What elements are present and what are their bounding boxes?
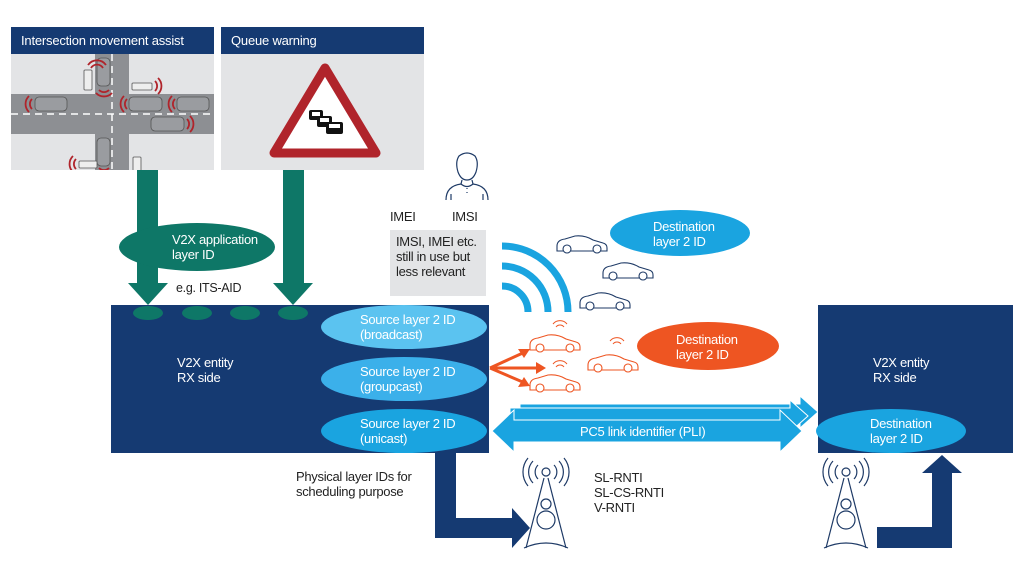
groupcast-dest-line2: layer 2 ID [676, 347, 729, 362]
app-layer-id-ellipse [119, 223, 275, 271]
app-layer-label-line2: layer ID [172, 247, 215, 262]
arrow-head-intersection [128, 283, 168, 305]
rx-destination-label: Destination layer 2 ID [870, 416, 932, 446]
source-id-unicast-line2: (unicast) [360, 431, 408, 446]
broadcast-destination-label: Destination layer 2 ID [653, 219, 715, 249]
source-id-groupcast-line2: (groupcast) [360, 379, 423, 394]
arrow-head-queue [273, 283, 313, 305]
pc5-main-arrow [491, 408, 803, 454]
source-id-groupcast-label: Source layer 2 ID (groupcast) [360, 364, 456, 394]
broadcast-dest-line2: layer 2 ID [653, 234, 706, 249]
rx-entity-line1: V2X entity [873, 355, 930, 370]
rx-destination-ellipse [816, 409, 966, 453]
imsi-note-box: IMSI, IMEI etc. still in use but less re… [390, 230, 486, 296]
imei-label: IMEI [390, 209, 416, 224]
warning-sign-icon [269, 63, 381, 158]
groupcast-dest-line1: Destination [676, 332, 738, 347]
intersection-illustration [11, 54, 214, 170]
rnti-item: SL-CS-RNTI [594, 485, 664, 500]
cell-tower-icon [822, 457, 870, 549]
source-id-unicast-label: Source layer 2 ID (unicast) [360, 416, 456, 446]
source-id-unicast-line1: Source layer 2 ID [360, 416, 456, 431]
physical-layer-label: Physical layer IDs for scheduling purpos… [296, 469, 412, 499]
source-id-broadcast-line2: (broadcast) [360, 327, 423, 342]
tx-entity-label: V2X entity RX side [177, 355, 234, 385]
rx-dest-line1: Destination [870, 416, 932, 431]
source-id-unicast-ellipse [321, 409, 487, 453]
tx-entity-line1: V2X entity [177, 355, 234, 370]
app-layer-label-line1: V2X application [172, 232, 258, 247]
car-icon [602, 262, 654, 281]
source-id-groupcast-ellipse [321, 357, 487, 401]
arrow-from-queue [283, 170, 304, 285]
arrow-to-tower-left [435, 453, 530, 548]
app-id-slot [133, 306, 163, 320]
intersection-panel-title: Intersection movement assist [11, 27, 214, 54]
intersection-panel: Intersection movement assist [11, 27, 214, 170]
pc5-link-label: PC5 link identifier (PLI) [580, 424, 706, 439]
tx-entity-line2: RX side [177, 370, 221, 385]
app-id-slot [230, 306, 260, 320]
note-line3: less relevant [396, 264, 466, 279]
car-icon [579, 292, 631, 311]
physical-line2: scheduling purpose [296, 484, 404, 499]
source-id-broadcast-ellipse [321, 305, 487, 349]
queue-warning-illustration [221, 54, 424, 170]
app-id-slot [278, 306, 308, 320]
rx-entity-label: V2X entity RX side [873, 355, 930, 385]
app-id-slot [182, 306, 212, 320]
rnti-item: V-RNTI [594, 500, 635, 515]
rx-dest-line2: layer 2 ID [870, 431, 923, 446]
source-id-broadcast-label: Source layer 2 ID (broadcast) [360, 312, 456, 342]
broadcast-dest-line1: Destination [653, 219, 715, 234]
intersection-map-icon [11, 54, 214, 170]
user-icon [445, 152, 489, 201]
car-icon [529, 334, 581, 353]
physical-line1: Physical layer IDs for [296, 469, 412, 484]
groupcast-destination-label: Destination layer 2 ID [676, 332, 738, 362]
groupcast-destination-ellipse [637, 322, 779, 370]
note-line2: still in use but [396, 249, 470, 264]
car-icon [529, 374, 581, 393]
rnti-item: SL-RNTI [594, 470, 643, 485]
cell-tower-icon [522, 457, 570, 549]
arrow-from-tower-right [877, 455, 962, 548]
source-id-broadcast-line1: Source layer 2 ID [360, 312, 456, 327]
car-icon [556, 235, 608, 254]
rx-entity-line2: RX side [873, 370, 917, 385]
broadcast-destination-ellipse [610, 210, 750, 256]
its-aid-example: e.g. ITS-AID [176, 281, 242, 295]
rnti-list: SL-RNTI SL-CS-RNTI V-RNTI [594, 470, 664, 515]
car-icon [587, 354, 639, 373]
imsi-label: IMSI [452, 209, 478, 224]
app-layer-id-label: V2X application layer ID [172, 232, 258, 262]
queue-warning-panel-title: Queue warning [221, 27, 424, 54]
source-id-groupcast-line1: Source layer 2 ID [360, 364, 456, 379]
queue-warning-panel: Queue warning [221, 27, 424, 170]
note-line1: IMSI, IMEI etc. [396, 234, 477, 249]
